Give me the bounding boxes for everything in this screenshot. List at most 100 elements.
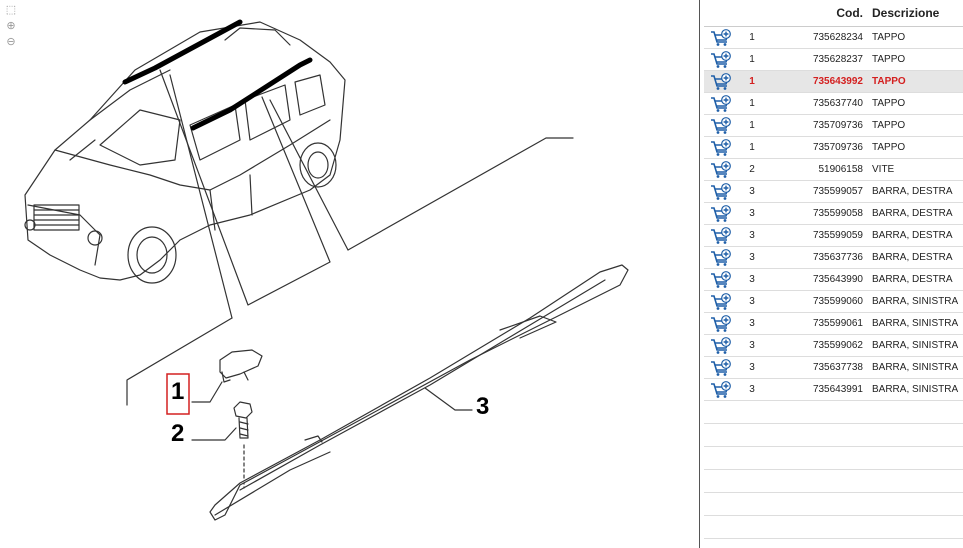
row-quantity: 1 <box>749 32 755 43</box>
table-row[interactable]: 1 735643992 TAPPO <box>704 70 963 93</box>
row-description[interactable]: TAPPO <box>872 142 906 153</box>
row-description[interactable]: BARRA, SINISTRA <box>872 362 959 373</box>
empty-row <box>704 401 963 424</box>
row-code[interactable]: 735709736 <box>812 120 863 131</box>
row-code[interactable]: 735599057 <box>812 186 863 197</box>
add-to-cart-icon <box>710 380 732 398</box>
add-to-cart-icon <box>710 270 732 288</box>
row-code[interactable]: 735599058 <box>812 208 863 219</box>
zoom-in-icon[interactable]: ⊕ <box>6 20 16 32</box>
add-to-cart-icon <box>710 248 732 266</box>
row-code[interactable]: 735643990 <box>812 274 863 285</box>
table-row[interactable]: 3 735599059 BARRA, DESTRA <box>704 225 963 247</box>
row-code[interactable]: 735643992 <box>812 76 863 87</box>
part-cap-illustration <box>219 349 263 383</box>
row-description[interactable]: BARRA, DESTRA <box>872 252 953 263</box>
callout-1-highlight <box>166 373 190 415</box>
row-code[interactable]: 735599061 <box>812 318 863 329</box>
zoom-out-icon[interactable]: ⊖ <box>6 36 16 48</box>
row-quantity: 3 <box>749 274 755 285</box>
row-code[interactable]: 735637738 <box>812 362 863 373</box>
row-description[interactable]: BARRA, DESTRA <box>872 186 953 197</box>
row-quantity: 3 <box>749 252 755 263</box>
header-code[interactable]: Cod. <box>766 0 869 27</box>
row-description[interactable]: BARRA, SINISTRA <box>872 318 959 329</box>
add-to-cart-button[interactable] <box>704 159 738 181</box>
row-description[interactable]: TAPPO <box>872 98 906 109</box>
add-to-cart-icon <box>710 94 732 112</box>
callout-3[interactable]: 3 <box>476 393 490 420</box>
row-code[interactable]: 735599059 <box>812 230 863 241</box>
table-row[interactable]: 3 735637736 BARRA, DESTRA <box>704 247 963 269</box>
row-code[interactable]: 735628237 <box>812 54 863 65</box>
row-description[interactable]: BARRA, DESTRA <box>872 230 953 241</box>
callout-2[interactable]: 2 <box>171 420 185 447</box>
row-description[interactable]: TAPPO <box>872 54 906 65</box>
row-code[interactable]: 51906158 <box>818 164 864 175</box>
parts-diagram[interactable]: ⬚ ⊕ ⊖ <box>0 0 700 548</box>
row-description[interactable]: VITE <box>872 164 895 175</box>
add-to-cart-icon <box>710 182 732 200</box>
add-to-cart-button[interactable] <box>704 225 738 247</box>
add-to-cart-button[interactable] <box>704 357 738 379</box>
row-code[interactable]: 735628234 <box>812 32 863 43</box>
empty-row <box>704 447 963 470</box>
add-to-cart-button[interactable] <box>704 137 738 159</box>
part-screw-illustration <box>233 401 253 489</box>
add-to-cart-button[interactable] <box>704 269 738 291</box>
add-to-cart-button[interactable] <box>704 379 738 401</box>
callout-1[interactable]: 1 <box>171 378 185 405</box>
row-code[interactable]: 735599060 <box>812 296 863 307</box>
pointer-icon[interactable]: ⬚ <box>5 4 17 16</box>
row-description[interactable]: BARRA, DESTRA <box>872 208 953 219</box>
row-quantity: 3 <box>749 230 755 241</box>
row-code[interactable]: 735637736 <box>812 252 863 263</box>
add-to-cart-button[interactable] <box>704 313 738 335</box>
add-to-cart-icon <box>710 226 732 244</box>
row-code[interactable]: 735643991 <box>812 384 863 395</box>
car-illustration <box>24 21 346 284</box>
add-to-cart-button[interactable] <box>704 203 738 225</box>
empty-row <box>704 493 963 516</box>
row-description[interactable]: TAPPO <box>872 76 906 87</box>
add-to-cart-button[interactable] <box>704 115 738 137</box>
part-roof-rail-illustration <box>209 264 629 521</box>
row-code[interactable]: 735637740 <box>812 98 863 109</box>
table-row[interactable]: 1 735628234 TAPPO <box>704 27 963 49</box>
row-quantity: 3 <box>749 384 755 395</box>
row-code[interactable]: 735709736 <box>812 142 863 153</box>
row-description[interactable]: BARRA, DESTRA <box>872 274 953 285</box>
row-description[interactable]: TAPPO <box>872 120 906 131</box>
add-to-cart-icon <box>710 160 732 178</box>
row-description[interactable]: BARRA, SINISTRA <box>872 384 959 395</box>
add-to-cart-button[interactable] <box>704 49 738 71</box>
add-to-cart-button[interactable] <box>704 71 738 93</box>
add-to-cart-button[interactable] <box>704 247 738 269</box>
table-row[interactable]: 3 735643990 BARRA, DESTRA <box>704 269 963 291</box>
row-quantity: 1 <box>749 76 755 87</box>
row-description[interactable]: BARRA, SINISTRA <box>872 296 959 307</box>
table-row[interactable]: 3 735643991 BARRA, SINISTRA <box>704 379 963 401</box>
add-to-cart-button[interactable] <box>704 291 738 313</box>
header-description[interactable]: Descrizione <box>869 0 963 27</box>
add-to-cart-button[interactable] <box>704 93 738 115</box>
row-code[interactable]: 735599062 <box>812 340 863 351</box>
row-description[interactable]: BARRA, SINISTRA <box>872 340 959 351</box>
add-to-cart-button[interactable] <box>704 27 738 49</box>
add-to-cart-button[interactable] <box>704 181 738 203</box>
add-to-cart-button[interactable] <box>704 335 738 357</box>
add-to-cart-icon <box>710 292 732 310</box>
add-to-cart-icon <box>710 138 732 156</box>
row-description[interactable]: TAPPO <box>872 32 906 43</box>
